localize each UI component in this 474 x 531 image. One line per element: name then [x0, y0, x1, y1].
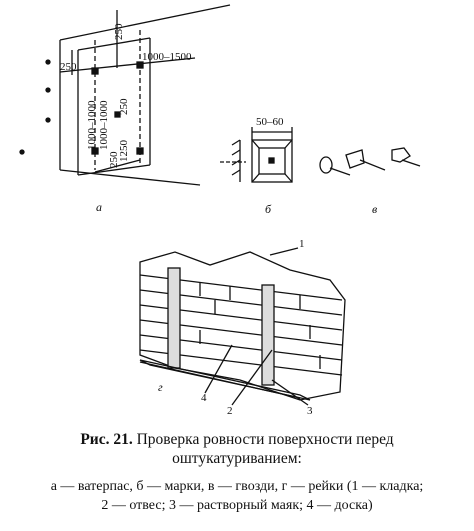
figure-title-text: Проверка ровности поверхности перед — [136, 431, 394, 448]
panel-a-dim-right: 1000–1500 — [142, 51, 192, 63]
figure-caption-title: Рис. 21. Проверка ровности поверхности п… — [0, 430, 474, 449]
panel-v-nails — [319, 147, 421, 176]
legend-line-2: 2 — отвес; 3 — растворный маяк; 4 — доск… — [101, 498, 373, 513]
panel-g-letter: г — [158, 380, 163, 394]
panel-g-callout-3: 3 — [307, 405, 313, 417]
figure-caption-title2: оштукатуриванием: — [172, 450, 302, 467]
panel-a-dim-vert4: 1000–1000 — [98, 100, 110, 151]
panel-b-dim: 50–60 — [256, 116, 284, 128]
panel-a-dim-left: 250 — [60, 61, 77, 73]
figure-legend: а — ватерпас, б — марки, в — гвозди, г —… — [0, 477, 474, 515]
panel-v-letter: в — [372, 202, 378, 216]
panel-a-wall — [19, 4, 231, 186]
panel-g-callout-2: 2 — [227, 405, 233, 417]
panel-b-letter: б — [265, 202, 272, 216]
panel-a-dim-vert5: 1250 — [118, 140, 130, 162]
panel-a-dim-top: 250 — [113, 23, 125, 41]
panel-g-callout-4: 4 — [201, 392, 207, 404]
figure-drawing — [19, 4, 421, 406]
panel-g-brickwall — [139, 247, 346, 406]
panel-b-marker — [220, 127, 293, 183]
panel-g-callout-1: 1 — [299, 238, 305, 250]
panel-a-letter: а — [96, 200, 102, 214]
figure-label: Рис. 21. — [80, 431, 133, 448]
legend-line-1: а — ватерпас, б — марки, в — гвозди, г —… — [50, 479, 424, 494]
panel-a-dim-vert2: 250 — [118, 98, 130, 116]
panel-a-dim-vert1: 1000–1000 — [86, 100, 98, 151]
